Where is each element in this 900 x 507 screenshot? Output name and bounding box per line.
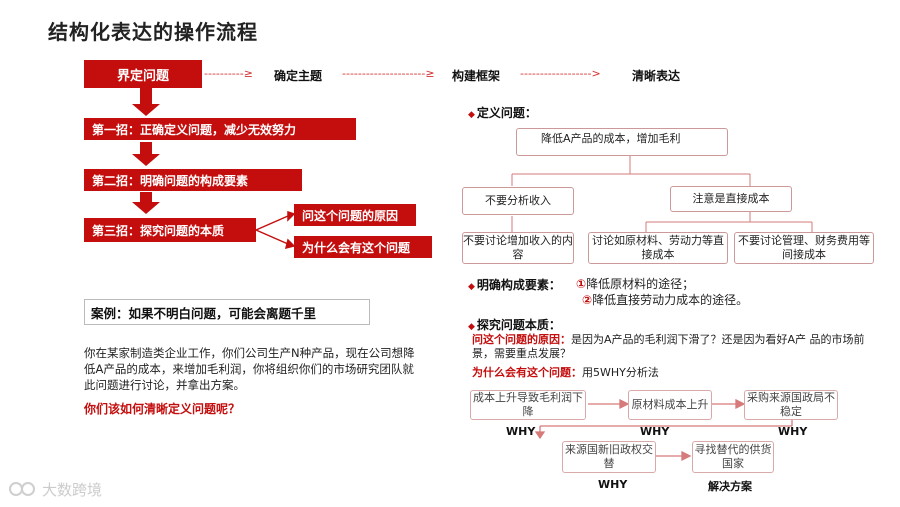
define-root: 降低A产品的成本，增加毛利 <box>516 128 728 156</box>
why-box-4: 来源国新旧政权交替 <box>562 441 656 473</box>
logo-icon <box>9 482 35 496</box>
flow-step-theme: 确定主题 <box>274 69 323 83</box>
flow-step-define: 界定问题 <box>84 60 202 88</box>
solution-label: 解决方案 <box>708 480 752 493</box>
move-1: 第一招：正确定义问题，减少无效努力 <box>84 118 356 140</box>
case-question: 你们该如何清晰定义问题呢？ <box>84 402 241 416</box>
page-title: 结构化表达的操作流程 <box>48 20 258 44</box>
sub-move-why: 为什么会有这个问题 <box>294 236 432 258</box>
diamond-icon: ◆ <box>468 322 475 332</box>
flow-arrow: ------------------> <box>520 67 601 80</box>
brand-logo: 大数跨境 <box>8 478 102 500</box>
flow-arrow: ---------------------≥ <box>342 67 435 80</box>
diamond-icon: ◆ <box>468 110 475 120</box>
case-title: 案例：如果不明白问题，可能会离题千里 <box>84 299 370 325</box>
why-label-3: WHY <box>778 425 808 438</box>
define-tree-lines <box>511 156 813 232</box>
essence-reason-text: 是因为A产品的毛利润下滑了？还是因为看好A产 品的市场前景，需要重点发展？ <box>472 333 865 360</box>
element-2-text: 降低直接劳动力成本的途径。 <box>592 293 749 307</box>
flow-arrow: ----------≥ <box>204 67 253 80</box>
case-paragraph: 你在某家制造类企业工作，你们公司生产N种产品，现在公司想降低A产品的成本，来增加… <box>84 346 415 392</box>
flow-step-framework: 构建框架 <box>452 69 501 83</box>
essence-why-label: 为什么会有这个问题： <box>472 366 582 379</box>
move-2: 第二招：明确问题的构成要素 <box>84 169 302 191</box>
define-heading-text: 定义问题： <box>476 106 537 120</box>
elements-heading-text: 明确构成要素： <box>476 278 561 292</box>
flow-step-express: 清晰表达 <box>632 69 681 83</box>
why-label-1: WHY <box>506 425 536 438</box>
define-right: 注意是直接成本 <box>670 186 792 212</box>
define-leaf-2: 讨论如原材料、劳动力等直接成本 <box>588 232 728 264</box>
define-leaf-3: 不要讨论管理、财务费用等间接成本 <box>734 232 874 264</box>
define-leaf-1: 不要讨论增加收入的内容 <box>462 232 574 264</box>
solution-box: 寻找替代的供货国家 <box>692 441 774 473</box>
define-left: 不要分析收入 <box>462 187 574 215</box>
essence-why-text: 用5WHY分析法 <box>582 366 659 379</box>
move-3: 第三招：探究问题的本质 <box>84 218 256 242</box>
why-box-2: 原材料成本上升 <box>628 390 712 420</box>
essence-heading: ◆探究问题本质： <box>468 316 561 333</box>
why-box-3: 采购来源国政局不稳定 <box>744 390 838 420</box>
sub-move-reason: 问这个问题的原因 <box>294 204 416 226</box>
essence-heading-text: 探究问题本质： <box>476 318 561 332</box>
define-heading: ◆定义问题： <box>468 104 537 121</box>
essence-reason-label: 问这个问题的原因： <box>472 333 571 346</box>
diamond-icon: ◆ <box>468 282 475 292</box>
element-2: ②降低直接劳动力成本的途径。 <box>582 293 748 307</box>
why-label-2: WHY <box>640 425 670 438</box>
essence-reason: 问这个问题的原因：是因为A产品的毛利润下滑了？还是因为看好A产 品的市场前景，需… <box>472 333 872 361</box>
why-label-4: WHY <box>598 478 628 491</box>
essence-why: 为什么会有这个问题：用5WHY分析法 <box>472 366 659 380</box>
why-box-1: 成本上升导致毛利润下降 <box>470 390 586 420</box>
element-1-num: ① <box>576 277 587 291</box>
why-chain-arrows <box>534 398 793 462</box>
element-2-num: ② <box>582 293 593 307</box>
down-arrows <box>132 88 296 250</box>
element-1: ①降低原材料的途径； <box>576 277 694 291</box>
elements-heading: ◆明确构成要素： <box>468 276 561 293</box>
brand-logo-text: 大数跨境 <box>42 480 103 499</box>
element-1-text: 降低原材料的途径； <box>586 277 695 291</box>
